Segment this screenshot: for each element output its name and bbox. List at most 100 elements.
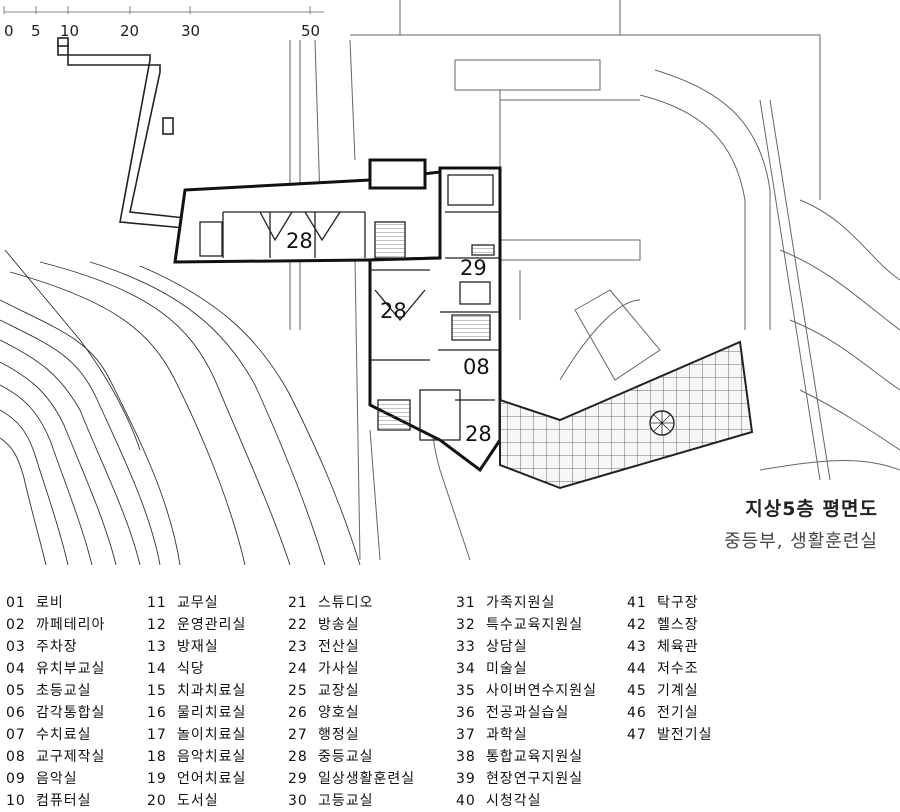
legend-item: 29 일상생활훈련실 [288, 768, 415, 790]
legend-item: 24 가사실 [288, 658, 415, 680]
legend-item-number: 41 [627, 595, 647, 611]
legend-item-name: 방송실 [318, 617, 360, 633]
legend-item-name: 가족지원실 [486, 595, 556, 611]
scale-tick-10: 10 [60, 22, 79, 40]
legend-item-name: 양호실 [318, 705, 360, 721]
legend-item-name: 특수교육지원실 [486, 617, 584, 633]
legend-item: 46 전기실 [627, 702, 713, 724]
scale-tick-20: 20 [120, 22, 139, 40]
legend-item: 21 스튜디오 [288, 592, 415, 614]
legend-item-number: 35 [456, 683, 476, 699]
legend-item: 41 탁구장 [627, 592, 713, 614]
site-lines [289, 0, 900, 561]
contour-lines [0, 249, 361, 565]
legend-item-name: 물리치료실 [177, 705, 247, 721]
legend-item-number: 30 [288, 793, 308, 809]
legend-item-name: 전기실 [657, 705, 699, 721]
legend-item-number: 29 [288, 771, 308, 787]
legend-item-name: 가사실 [318, 661, 360, 677]
legend-item-number: 13 [147, 639, 167, 655]
legend-item-name: 일상생활훈련실 [318, 771, 416, 787]
legend-item-name: 초등교실 [36, 683, 92, 699]
legend-item-name: 시청각실 [486, 793, 542, 809]
floor-plan-drawing: 0 5 10 20 30 50 [0, 0, 900, 565]
legend-item-name: 까페테리아 [36, 617, 106, 633]
legend-item-number: 37 [456, 727, 476, 743]
legend-item: 02 까페테리아 [6, 614, 105, 636]
legend-item-name: 방재실 [177, 639, 219, 655]
legend-item: 13 방재실 [147, 636, 246, 658]
legend-item-name: 상담실 [486, 639, 528, 655]
room-label-29: 29 [460, 256, 487, 280]
legend-item-number: 02 [6, 617, 26, 633]
legend-item-name: 수치료실 [36, 727, 92, 743]
legend-item-name: 음악치료실 [177, 749, 247, 765]
legend-item-name: 식당 [177, 661, 205, 677]
legend-item-number: 22 [288, 617, 308, 633]
legend-item: 31 가족지원실 [456, 592, 597, 614]
legend-item-number: 39 [456, 771, 476, 787]
legend-item-name: 감각통합실 [36, 705, 106, 721]
legend-item-number: 40 [456, 793, 476, 809]
legend-item-name: 전공과실습실 [486, 705, 570, 721]
legend-item-name: 로비 [36, 595, 64, 611]
room-label-28-west: 28 [286, 229, 313, 253]
legend-item-number: 19 [147, 771, 167, 787]
drawing-subtitle: 중등부, 생활훈련실 [724, 531, 878, 552]
legend-item-name: 교장실 [318, 683, 360, 699]
legend-item-number: 31 [456, 595, 476, 611]
legend-item-name: 통합교육지원실 [486, 749, 584, 765]
legend-item-number: 28 [288, 749, 308, 765]
legend-item-number: 46 [627, 705, 647, 721]
legend-item-number: 11 [147, 595, 167, 611]
legend-item-number: 24 [288, 661, 308, 677]
legend-item-number: 04 [6, 661, 26, 677]
legend-item-number: 21 [288, 595, 308, 611]
legend-item-number: 14 [147, 661, 167, 677]
legend-item: 16 물리치료실 [147, 702, 246, 724]
legend-item: 05 초등교실 [6, 680, 105, 702]
legend-item-number: 08 [6, 749, 26, 765]
legend-item-name: 언어치료실 [177, 771, 247, 787]
legend-item-name: 컴퓨터실 [36, 793, 92, 809]
legend-item-number: 36 [456, 705, 476, 721]
interior-walls [199, 174, 500, 441]
legend-item-number: 16 [147, 705, 167, 721]
legend-item: 14 식당 [147, 658, 246, 680]
legend-item-number: 42 [627, 617, 647, 633]
legend-item-number: 17 [147, 727, 167, 743]
legend-item-number: 26 [288, 705, 308, 721]
legend-item-number: 05 [6, 683, 26, 699]
legend-item-name: 주차장 [36, 639, 78, 655]
legend-item-name: 스튜디오 [318, 595, 374, 611]
legend-item-number: 12 [147, 617, 167, 633]
legend-item-name: 운영관리실 [177, 617, 247, 633]
legend-item: 19 언어치료실 [147, 768, 246, 790]
legend-item-name: 탁구장 [657, 595, 699, 611]
legend-item-name: 전산실 [318, 639, 360, 655]
legend-item-name: 치과치료실 [177, 683, 247, 699]
scale-tick-5: 5 [31, 22, 41, 40]
legend-item-name: 헬스장 [657, 617, 699, 633]
